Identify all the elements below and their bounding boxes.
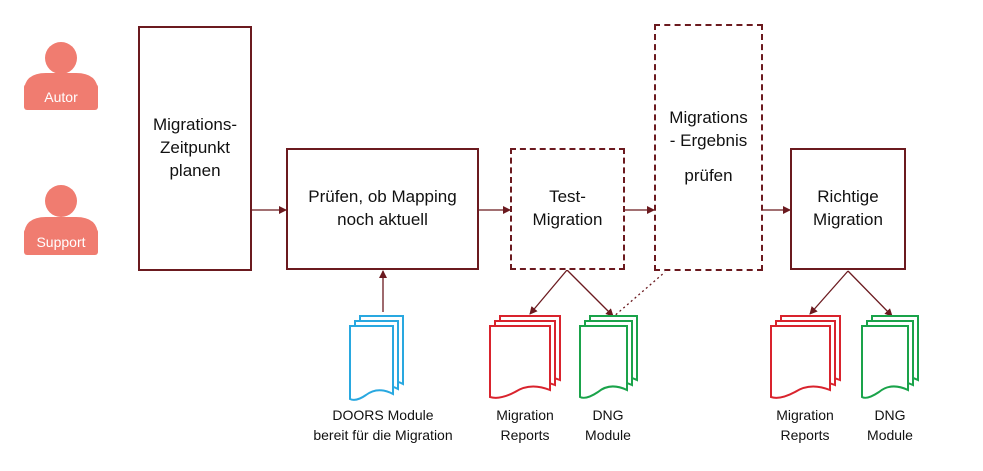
document-stack-icon: [579, 315, 638, 399]
document-stack-icon: [349, 315, 404, 401]
step-check-line-1: Prüfen, ob Mapping: [308, 187, 457, 207]
step-check-result: Migrations - Ergebnis prüfen: [654, 24, 763, 271]
doc-label-test-dng: DNG Module: [570, 405, 646, 446]
arrow-final-to-reports: [809, 270, 849, 315]
doc-doors-line-2: bereit für die Migration: [313, 427, 453, 444]
doc-test-dng-line-1: DNG: [592, 407, 624, 423]
document-stack-icon: [770, 315, 841, 399]
step-plan-migration-time: Migrations- Zeitpunkt planen: [138, 26, 252, 271]
step-test-migration: Test- Migration: [510, 148, 625, 270]
doc-doors-line-1: DOORS Module: [332, 407, 434, 423]
doc-final-dng-line-1: DNG: [874, 407, 906, 423]
document-stack-icon: [861, 315, 919, 399]
step-check-mapping: Prüfen, ob Mapping noch aktuell: [286, 148, 479, 270]
doc-label-test-reports: Migration Reports: [482, 405, 568, 446]
role-label-autor: Autor: [24, 84, 98, 110]
step-final-migration: Richtige Migration: [790, 148, 906, 270]
dotted-dng-to-result: [611, 271, 666, 319]
arrow-final-to-dng: [847, 270, 893, 317]
step-result-line-3: prüfen: [684, 165, 733, 185]
arrow-test-to-reports: [529, 269, 568, 315]
doc-label-final-dng: DNG Module: [852, 405, 928, 446]
arrow-test-to-dng: [566, 269, 614, 317]
step-check-line-2: noch aktuell: [337, 210, 428, 229]
doc-final-reports-line-2: Reports: [780, 427, 830, 444]
step-result-line-1: Migrations: [669, 108, 748, 128]
role-label-support: Support: [24, 229, 98, 255]
doc-final-reports-line-1: Migration: [776, 407, 834, 423]
doc-final-dng-line-2: Module: [867, 427, 913, 444]
step-final-line-1: Richtige: [817, 187, 879, 207]
step-plan-line-3: planen: [169, 160, 221, 180]
step-result-line-2: - Ergebnis: [669, 131, 748, 151]
step-plan-line-2: Zeitpunkt: [160, 138, 230, 158]
doc-label-doors: DOORS Module bereit für die Migration: [288, 405, 478, 446]
doc-test-reports-line-2: Reports: [500, 427, 550, 444]
doc-label-final-reports: Migration Reports: [762, 405, 848, 446]
step-final-line-2: Migration: [813, 210, 883, 229]
doc-test-dng-line-2: Module: [585, 427, 631, 444]
step-test-line-2: Migration: [532, 210, 603, 229]
doc-test-reports-line-1: Migration: [496, 407, 554, 423]
step-test-line-1: Test-: [549, 187, 586, 207]
document-stack-icon: [489, 315, 561, 399]
step-plan-line-1: Migrations-: [152, 115, 238, 135]
